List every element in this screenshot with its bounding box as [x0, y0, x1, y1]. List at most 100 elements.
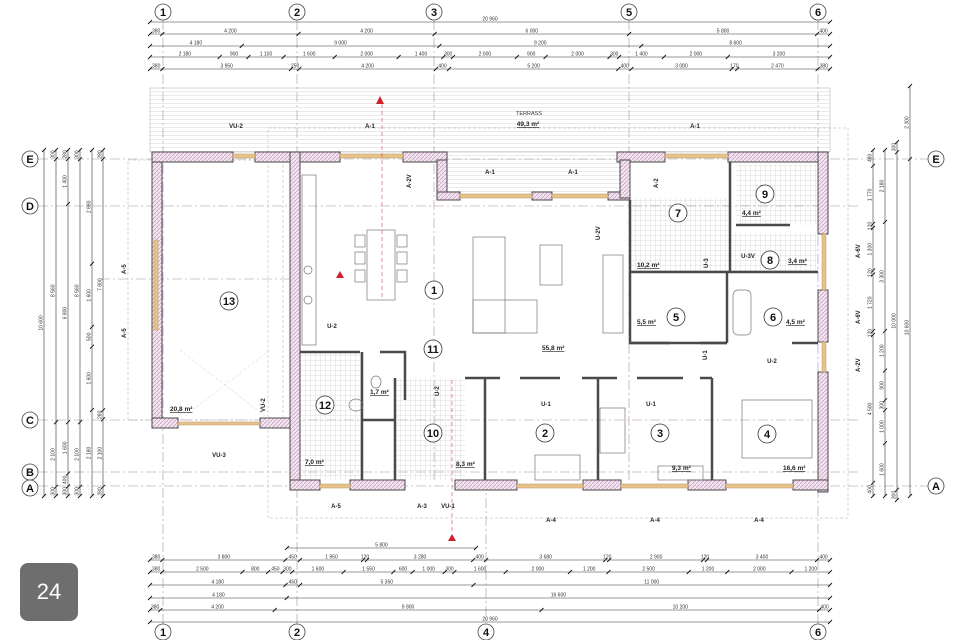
dimension-tick [296, 66, 302, 72]
dimension-tick [159, 569, 165, 575]
svg-text:A-5: A-5 [122, 328, 128, 338]
dimension-tick [615, 66, 621, 72]
dimension-label: 3 680 [539, 555, 552, 561]
dimension-label: 1 200 [702, 567, 715, 573]
dimension-tick [870, 163, 876, 169]
dimension-tick [240, 569, 245, 575]
dimension-label: 300 [63, 487, 69, 496]
dimension-label: 1 600 [63, 441, 69, 454]
dimension-label: 4 180 [190, 41, 203, 47]
dimension-tick [272, 607, 277, 613]
dimension-tick [77, 147, 83, 153]
dimension-label: 7 800 [98, 278, 104, 291]
dimension-tick [882, 147, 888, 153]
dimension-tick [436, 43, 442, 49]
svg-text:A-4: A-4 [546, 518, 556, 524]
dimension-label: 450 [289, 580, 298, 586]
dimension-label: 400 [819, 555, 828, 561]
dimension-tick [567, 569, 573, 575]
dimension-label: 16 600 [551, 593, 567, 599]
room-number: 12 [319, 400, 331, 412]
dimension-label: 1 600 [312, 567, 325, 573]
dimension-tick [65, 201, 71, 207]
page-number-badge: 24 [20, 563, 78, 621]
dimension-tick [65, 471, 71, 476]
dimension-label: 400 [63, 476, 69, 485]
dimension-tick [100, 484, 106, 490]
dimension-tick [827, 43, 833, 49]
dimension-label: 1 300 [868, 243, 874, 256]
dimension-tick [686, 569, 692, 575]
dimension-tick [297, 582, 303, 588]
dimension-label: 1 000 [422, 567, 435, 573]
dimension-label: 120 [868, 268, 874, 277]
dimension-label: 3 080 [675, 64, 688, 70]
dimension-label: 600 [399, 567, 408, 573]
dimension-label: 400 [868, 485, 874, 494]
dimension-tick [265, 569, 271, 575]
room-area: 4,4 m² [742, 210, 762, 217]
tiled-floors [300, 165, 818, 480]
dimension-tick [284, 595, 290, 601]
dimension-tick [700, 557, 706, 563]
dimension-tick [870, 225, 876, 231]
room-area: 10,2 m² [637, 262, 660, 269]
dimension-tick [827, 557, 833, 563]
dimension-label: 280 [98, 410, 104, 419]
room-1: 155,8 m² [424, 280, 565, 352]
room-area: 9,3 m² [672, 465, 692, 472]
dimension-tick [894, 497, 900, 503]
axis-label: 2 [294, 7, 300, 19]
dimension-tick [89, 261, 95, 267]
svg-text:U-2: U-2 [327, 324, 337, 330]
dimension-label: 5 200 [527, 64, 540, 70]
dimension-label: 11 000 [644, 580, 659, 586]
dimension-tick [894, 149, 900, 155]
dimension-tick [396, 54, 401, 60]
dimension-label: 5 350 [381, 580, 394, 586]
dimension-label: 300 [880, 401, 886, 410]
dimension-tick [606, 557, 612, 563]
dimension-label: 500 [87, 332, 93, 341]
dimension-tick [827, 569, 833, 575]
dimension-label: 2 000 [532, 567, 545, 573]
dimension-tick [907, 83, 913, 89]
dimension-tick [470, 557, 476, 563]
dimension-label: 380 [152, 555, 161, 561]
axis-label: 4 [483, 627, 490, 639]
svg-text:VU-1: VU-1 [441, 504, 455, 510]
svg-text:A-6V: A-6V [856, 244, 862, 258]
dimension-label: 2 180 [880, 180, 886, 193]
dimension-tick [65, 493, 71, 499]
room-number: 10 [427, 428, 439, 440]
dimension-tick [147, 619, 153, 625]
dimension-tick [100, 493, 106, 499]
dimension-label: 1 770 [868, 188, 874, 201]
dimension-label: 2 500 [642, 567, 655, 573]
dimension-label: 1 200 [583, 567, 596, 573]
axis-label: 1 [160, 627, 166, 639]
terrace-area: 49,3 m² [517, 121, 540, 128]
dimension-label: 1 000 [880, 420, 886, 433]
dimension-tick [77, 493, 83, 499]
dimension-label: 300 [75, 150, 81, 159]
room-area: 16,6 m² [783, 465, 806, 472]
dimension-label: 2 100 [75, 448, 81, 461]
dimension-label: 1 550 [362, 567, 375, 573]
svg-text:VU-3: VU-3 [212, 453, 226, 459]
dimension-tick [296, 31, 301, 37]
section-marker-icon [376, 96, 384, 104]
svg-text:U-3: U-3 [704, 258, 710, 268]
dimension-tick [147, 569, 153, 575]
dimension-label: 10 600 [39, 315, 45, 331]
axis-label: 6 [815, 7, 821, 19]
dimension-tick [452, 569, 457, 575]
dimension-label: 4 200 [361, 64, 374, 70]
dimension-label: 10 600 [905, 320, 911, 336]
dimension-label: 2 500 [196, 567, 209, 573]
